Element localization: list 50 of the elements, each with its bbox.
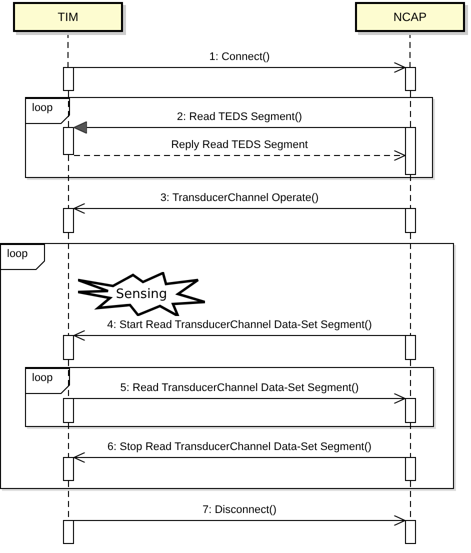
message-label: 2: Read TEDS Segment() [176,111,302,123]
activation-bar [63,398,74,423]
activation-bar [63,335,74,360]
lifeline [68,360,69,398]
frame-label: loop [32,372,53,384]
activation-bar [405,208,416,233]
lifeline-header: TIM [13,2,123,32]
message-label: 1: Connect() [209,51,270,63]
message-label: Reply Read TEDS Segment [171,139,308,151]
activation-bar [405,127,416,175]
activation-bar [63,67,74,91]
explosion-shape [78,272,205,316]
node-label: Sensing [116,286,168,302]
message-arrow [74,62,406,73]
frame-label: loop [32,102,53,114]
activation-bar [405,398,416,423]
activation-bar [405,335,416,360]
loop-frame [25,97,433,178]
activation-bar [405,67,416,91]
lifeline [68,422,69,458]
message-arrow [74,330,406,341]
activation-bar [63,208,74,233]
loop-frame [0,243,454,489]
lifeline [410,174,411,208]
lifeline [68,232,69,336]
lifeline-header: NCAP [355,2,465,32]
lifeline [68,90,69,128]
activation-bar [405,457,416,481]
message-arrow [74,393,406,404]
message-arrow [74,515,406,526]
loop-frame [25,367,434,427]
message-label: 6: Stop Read TransducerChannel Data-Set Segment() [107,441,372,453]
lifeline [410,90,411,128]
message-label: 3: TransducerChannel Operate() [160,192,319,204]
message-arrow [74,121,406,134]
lifeline [68,154,69,208]
message-arrow [74,452,406,463]
message-label: 4: Start Read TransducerChannel Data-Set Segment() [107,319,372,331]
message-label: 7: Disconnect() [202,504,276,516]
activation-bar [63,520,74,544]
activation-bar [63,457,74,481]
lifeline [410,232,411,336]
message-arrow [74,203,406,214]
message-arrow [74,150,406,161]
lifeline [410,422,411,458]
message-label: 5: Read TransducerChannel Data-Set Segment() [120,382,359,394]
lifeline [410,360,411,398]
activation-bar [405,520,416,544]
frame-label: loop [7,248,28,260]
activation-bar [63,127,74,155]
